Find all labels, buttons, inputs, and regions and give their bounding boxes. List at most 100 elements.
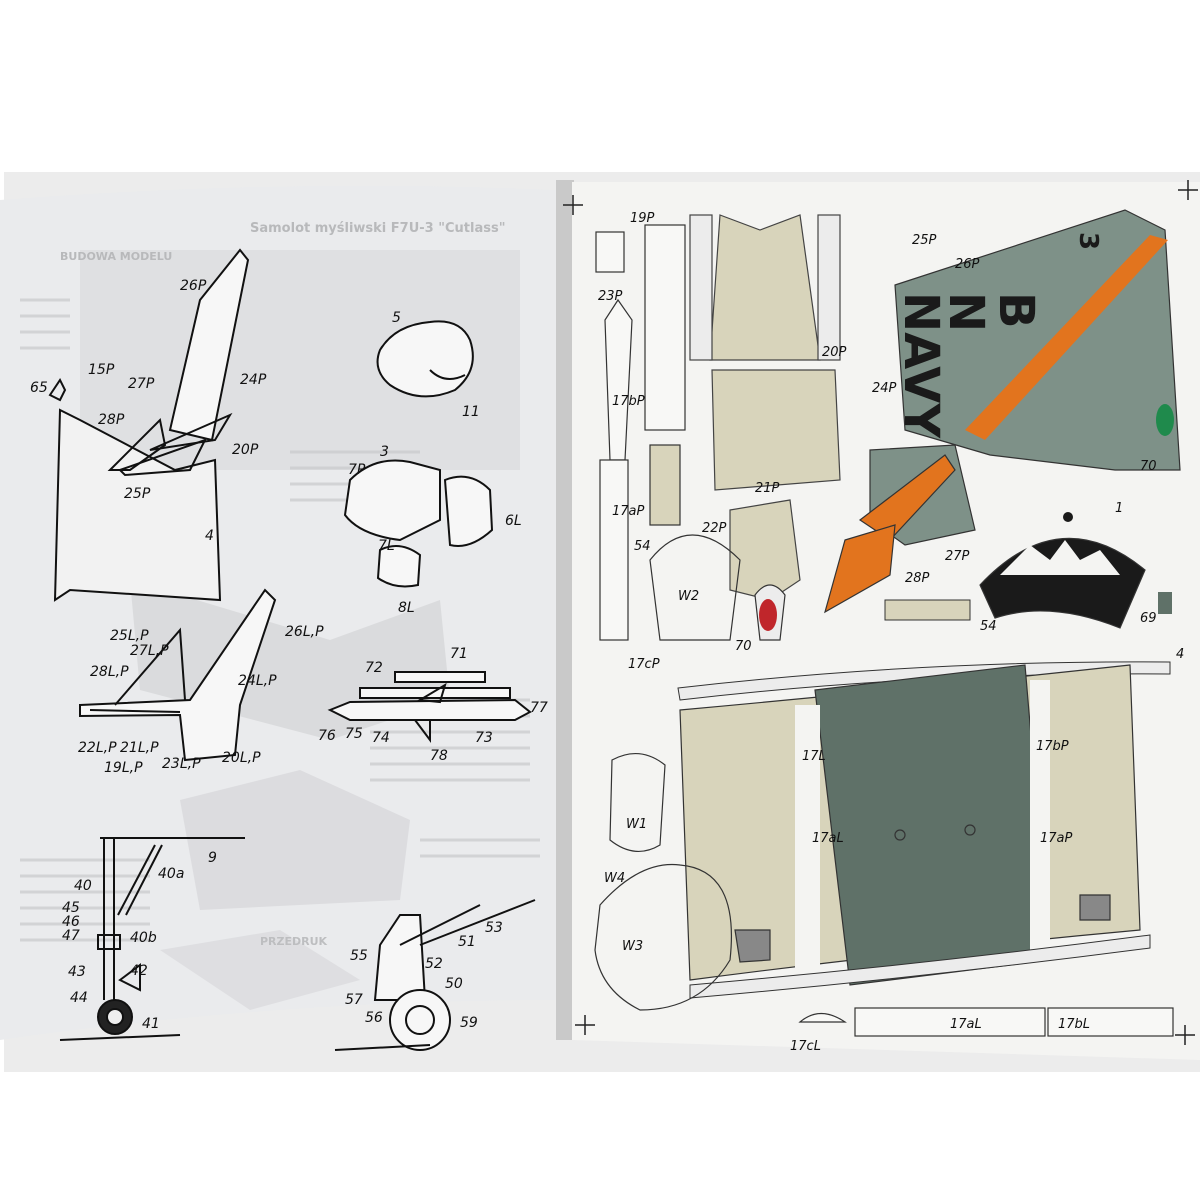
callout-78: 78 xyxy=(430,748,448,764)
callout-55: 55 xyxy=(350,948,368,964)
part-label-70-bottom: 70 xyxy=(735,639,752,654)
part-label-17aL-strip: 17aL xyxy=(950,1017,982,1032)
tail-marking-number: 3 xyxy=(1073,232,1103,250)
callout-59: 59 xyxy=(460,1015,478,1031)
callout-40: 40 xyxy=(74,878,92,894)
callout-56: 56 xyxy=(365,1010,383,1026)
part-label-17cP: 17cP xyxy=(628,657,660,672)
callout-40b: 40b xyxy=(130,930,157,946)
callout-40a: 40a xyxy=(158,866,184,882)
callout-20P: 20P xyxy=(232,442,259,458)
part-label-23P: 23P xyxy=(598,289,623,304)
section-heading: BUDOWA MODELU xyxy=(60,250,172,263)
part-label-28P: 28P xyxy=(905,571,930,586)
callout-6L: 6L xyxy=(505,513,522,529)
part-label-17bL: 17bL xyxy=(1058,1017,1090,1032)
right-page-part-labels: 19P 23P 25P 26P 17bP 20P 24P 70 17aP 21P… xyxy=(598,211,1184,1054)
callout-22LP: 22L,P xyxy=(78,740,117,756)
callout-4: 4 xyxy=(205,528,214,544)
callout-76: 76 xyxy=(318,728,336,744)
callout-21LP: 21L,P xyxy=(120,740,159,756)
callout-53: 53 xyxy=(485,920,503,936)
callout-57: 57 xyxy=(345,992,363,1008)
missile-drawing xyxy=(327,671,532,743)
part-label-20P: 20P xyxy=(822,345,847,360)
callout-19LP: 19L,P xyxy=(104,760,143,776)
part-label-17L: 17L xyxy=(802,749,826,764)
callout-75: 75 xyxy=(345,726,363,742)
callout-42: 42 xyxy=(130,963,148,979)
callout-47: 47 xyxy=(62,928,80,944)
part-label-24P: 24P xyxy=(872,381,897,396)
part-label-17aL: 17aL xyxy=(812,831,844,846)
part-label-19P: 19P xyxy=(630,211,655,226)
part-label-27P: 27P xyxy=(945,549,970,564)
part-label-17bP-wing: 17bP xyxy=(1036,739,1069,754)
nose-cone-part xyxy=(979,512,1146,629)
callout-43: 43 xyxy=(68,964,86,980)
wheel-outline-parts xyxy=(594,753,732,1011)
callout-74: 74 xyxy=(372,730,390,746)
part-label-W2: W2 xyxy=(678,589,699,604)
part-label-W3: W3 xyxy=(622,939,643,954)
callout-24LP: 24L,P xyxy=(238,673,277,689)
part-label-W1: W1 xyxy=(626,817,647,832)
tail-variant-drawing xyxy=(79,588,277,762)
callout-25P: 25P xyxy=(124,486,151,502)
left-page-callouts: 26P 15P 65 27P 28P 24P 20P 25P 4 5 11 3 … xyxy=(30,278,548,1032)
part-label-17aP-wing: 17aP xyxy=(1040,831,1073,846)
intake-parts-drawing xyxy=(343,320,494,588)
callout-26P: 26P xyxy=(180,278,207,294)
right-page: B N NAVY 3 xyxy=(563,180,1200,1060)
callout-28P: 28P xyxy=(98,412,125,428)
callout-44: 44 xyxy=(70,990,88,1006)
callout-15P: 15P xyxy=(88,362,115,378)
tail-marking-B: B xyxy=(988,292,1044,329)
tail-marking-navy: NAVY xyxy=(893,292,949,439)
main-gear-drawing xyxy=(334,899,536,1051)
tail-fin-part: B N NAVY 3 xyxy=(893,209,1181,471)
callout-3: 3 xyxy=(380,444,389,460)
part-label-17aP: 17aP xyxy=(612,504,645,519)
callout-27LP: 27L,P xyxy=(130,643,169,659)
callout-52: 52 xyxy=(425,956,443,972)
callout-8L: 8L xyxy=(398,600,415,616)
part-label-70-top: 70 xyxy=(1140,459,1157,474)
callout-27P: 27P xyxy=(128,376,155,392)
part-label-4: 4 xyxy=(1176,647,1184,662)
part-label-54-top: 54 xyxy=(634,539,651,554)
callout-24P: 24P xyxy=(240,372,267,388)
callout-7L: 7L xyxy=(378,538,395,554)
callout-28LP: 28L,P xyxy=(90,664,129,680)
callout-65: 65 xyxy=(30,380,48,396)
bottom-strip-part xyxy=(689,934,1151,999)
callout-9: 9 xyxy=(208,850,217,866)
nose-gear-drawing xyxy=(59,837,245,1041)
long-strip-part xyxy=(677,661,1171,701)
callout-71: 71 xyxy=(450,646,468,662)
page-heading: Samolot myśliwski F7U-3 "Cutlass" xyxy=(250,221,506,236)
crosshair-marks xyxy=(563,180,1198,1045)
part-label-W4: W4 xyxy=(604,871,625,886)
callout-11: 11 xyxy=(462,404,480,420)
bottom-small-parts xyxy=(798,1007,1174,1037)
callout-50: 50 xyxy=(445,976,463,992)
callout-20LP: 20L,P xyxy=(222,750,261,766)
small-parts-column xyxy=(595,224,786,641)
tail-assembly-drawing xyxy=(48,248,250,602)
callout-26LP: 26L,P xyxy=(285,624,324,640)
part-label-17bP: 17bP xyxy=(612,394,645,409)
light-parts xyxy=(759,404,1174,631)
callout-7P: 7P xyxy=(348,462,366,478)
part-label-1: 1 xyxy=(1115,501,1123,516)
callout-73: 73 xyxy=(475,730,493,746)
callout-45: 45 xyxy=(62,900,80,916)
part-label-69: 69 xyxy=(1140,611,1157,626)
part-label-26P: 26P xyxy=(955,257,980,272)
wing-panel-part xyxy=(679,664,1141,986)
callout-72: 72 xyxy=(365,660,383,676)
callout-41: 41 xyxy=(142,1016,160,1032)
callout-23LP: 23L,P xyxy=(162,756,201,772)
callout-25LP: 25L,P xyxy=(110,628,149,644)
